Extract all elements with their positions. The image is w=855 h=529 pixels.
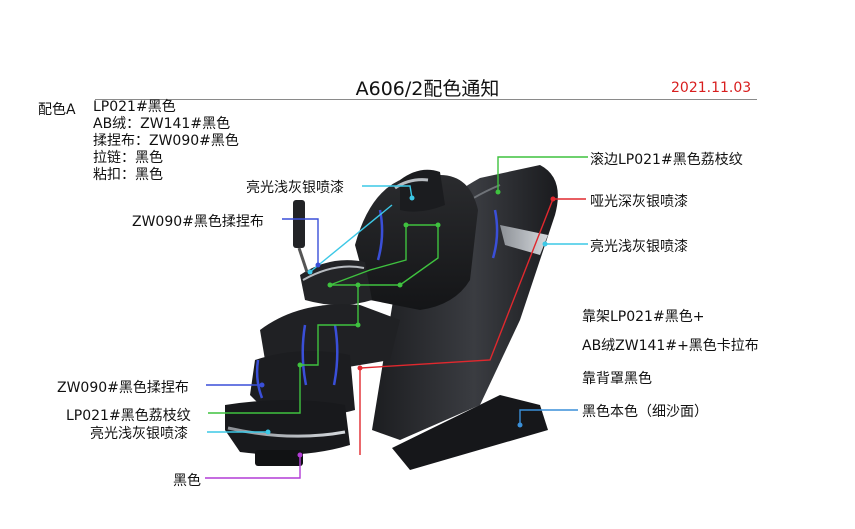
leader-dot <box>409 195 415 201</box>
callout-frame-line2: AB绒ZW141#+黑色卡拉布 <box>582 338 759 354</box>
leader-dot <box>259 382 265 388</box>
callout-matte-dark-gray: 哑光深灰银喷漆 <box>590 194 688 210</box>
leader-dot <box>397 282 403 288</box>
leader-dot <box>297 362 303 368</box>
leader-dot <box>495 189 501 195</box>
leader-dot <box>550 196 556 202</box>
leader-dot <box>355 282 361 288</box>
headrest <box>400 169 445 212</box>
chair-base <box>392 395 548 470</box>
leader-lychee-left <box>208 365 301 414</box>
callout-gloss-gray-right: 亮光浅灰银喷漆 <box>590 239 688 255</box>
spec-line: 揉捏布：ZW090#黑色 <box>93 133 239 149</box>
callout-base-color: 黑色本色（细沙面） <box>582 404 708 420</box>
green-network <box>300 224 439 366</box>
remote-stand <box>297 247 309 273</box>
leader-dot <box>307 269 313 275</box>
leader-dot <box>517 422 523 428</box>
spec-line: 粘扣：黑色 <box>93 167 163 183</box>
leader-cyan-diag <box>309 204 393 273</box>
callout-gloss-gray-bottom: 亮光浅灰银喷漆 <box>90 426 188 442</box>
spec-line: 拉链：黑色 <box>93 150 163 166</box>
leader-edge-lp021 <box>497 156 588 192</box>
leader-matte-dark-gray <box>359 198 586 455</box>
callout-zw090-upper: ZW090#黑色揉捏布 <box>132 214 264 230</box>
callout-edge-lp021: 滚边LP021#黑色荔枝纹 <box>590 152 743 168</box>
foot-rest <box>225 400 350 455</box>
spec-line: LP021#黑色 <box>93 99 176 115</box>
leader-dot <box>357 365 363 371</box>
foot-silver-trim <box>227 426 346 438</box>
leader-black <box>205 455 301 479</box>
leader-dot <box>265 429 271 435</box>
leader-dot <box>327 282 333 288</box>
leader-dot <box>435 222 441 228</box>
left-arm-trim <box>302 265 365 281</box>
title-underline <box>95 99 757 100</box>
leader-dot <box>542 241 548 247</box>
blue-stitch <box>255 209 499 399</box>
leader-dot <box>297 452 303 458</box>
leader-dot <box>315 262 321 268</box>
callout-back-cover: 靠背罩黑色 <box>582 371 652 387</box>
callout-frame-line1: 靠架LP021#黑色+ <box>582 309 705 325</box>
callout-zw090-lower: ZW090#黑色揉捏布 <box>57 380 189 396</box>
callout-black: 黑色 <box>173 473 201 489</box>
shell-silver-trim <box>500 225 548 255</box>
chair-backrest <box>355 175 478 310</box>
page-title: A606/2配色通知 <box>355 78 500 100</box>
leader-dot <box>355 322 361 328</box>
leader-zw090-upper <box>282 218 319 265</box>
spec-line: AB绒：ZW141#黑色 <box>93 116 231 132</box>
callout-lp021-lychee: LP021#黑色荔枝纹 <box>66 408 191 424</box>
leader-dot <box>403 222 409 228</box>
scheme-name: 配色A <box>38 102 76 118</box>
foot-bottom <box>255 450 303 466</box>
leader-base-color <box>519 409 578 425</box>
leader-gloss-gray-top <box>362 185 413 199</box>
callout-gloss-gray-top: 亮光浅灰银喷漆 <box>246 180 344 196</box>
notice-date: 2021.11.03 <box>671 80 752 96</box>
remote-control <box>293 200 305 248</box>
